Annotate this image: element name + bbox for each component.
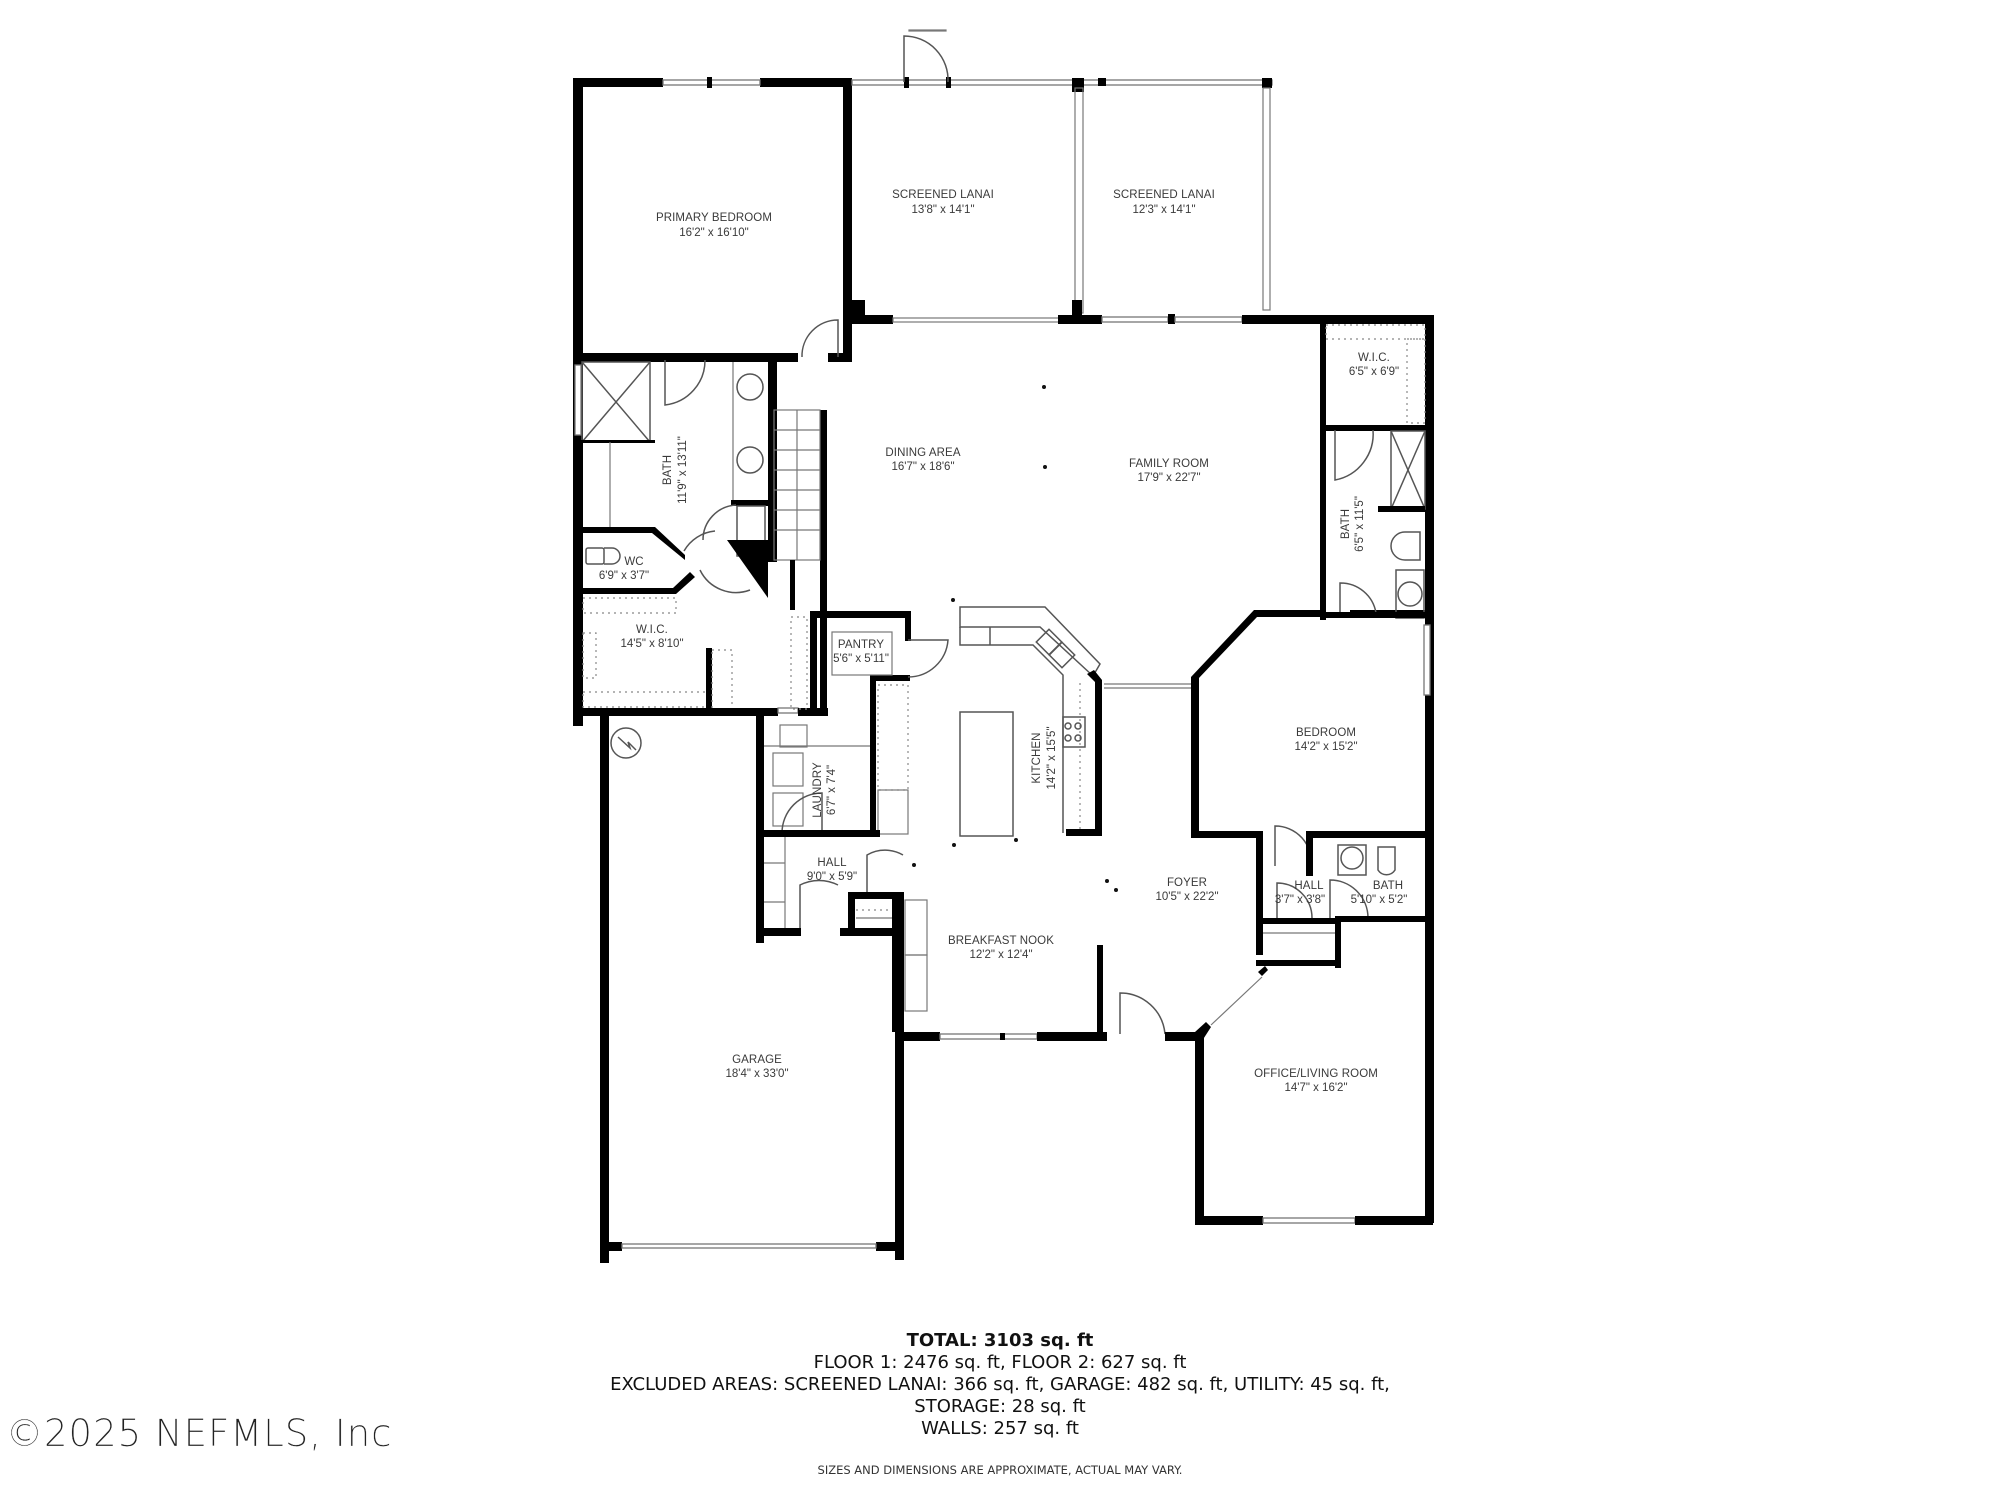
dims-primary-bath: 11'9" x 13'11"	[677, 436, 689, 504]
label-bedroom: BEDROOM	[1296, 727, 1356, 739]
wic-bath-2	[1320, 324, 1426, 619]
dims-wc: 6'9" x 3'7"	[599, 570, 649, 582]
garage	[600, 713, 904, 1263]
dims-hall-1: 9'0" x 5'9"	[807, 871, 857, 883]
wc	[580, 527, 751, 594]
label-pantry: PANTRY	[838, 639, 884, 651]
dims-bath-3: 5'10" x 5'2"	[1351, 894, 1408, 906]
total-area: TOTAL: 3103 sq. ft	[906, 1330, 1094, 1351]
label-hall-2: HALL	[1294, 880, 1324, 892]
label-family-room: FAMILY ROOM	[1129, 458, 1209, 470]
dims-screened-lanai-1: 13'8" x 14'1"	[911, 204, 974, 216]
label-bath-2: BATH	[1340, 509, 1352, 539]
dims-pantry: 5'6" x 5'11"	[833, 653, 889, 665]
label-screened-lanai-1: SCREENED LANAI	[892, 189, 994, 201]
kitchen	[959, 606, 1192, 837]
label-office-living: OFFICE/LIVING ROOM	[1254, 1068, 1378, 1080]
dims-laundry: 6'7" x 7'4"	[826, 765, 838, 815]
copyright-watermark: ©2025 NEFMLS, Inc	[6, 1412, 393, 1455]
dims-bedroom: 14'2" x 15'2"	[1294, 741, 1357, 753]
label-primary-wic: W.I.C.	[636, 624, 668, 636]
foyer-nook-office	[898, 945, 1433, 1225]
storage-area: STORAGE: 28 sq. ft	[914, 1396, 1086, 1417]
dims-family-room: 17'9" x 22'7"	[1137, 472, 1200, 484]
main-walls	[820, 314, 1434, 1223]
dims-wic-2: 6'5" x 6'9"	[1349, 366, 1399, 378]
label-wic-2: W.I.C.	[1358, 352, 1390, 364]
dims-dining-area: 16'7" x 18'6"	[891, 461, 954, 473]
label-breakfast-nook: BREAKFAST NOOK	[948, 935, 1054, 947]
dims-primary-wic: 14'5" x 8'10"	[620, 638, 683, 650]
pantry	[810, 611, 949, 835]
dims-office-living: 14'7" x 16'2"	[1284, 1082, 1347, 1094]
primary-bath	[574, 359, 827, 598]
label-foyer: FOYER	[1167, 877, 1207, 889]
dims-breakfast-nook: 12'2" x 12'4"	[969, 949, 1032, 961]
dims-garage: 18'4" x 33'0"	[725, 1068, 788, 1080]
label-dining-area: DINING AREA	[885, 447, 960, 459]
fixture-dots	[912, 385, 1118, 892]
laundry-hall	[756, 713, 928, 1032]
walls-area: WALLS: 257 sq. ft	[921, 1418, 1079, 1439]
dims-bath-2: 6'5" x 11'5"	[1354, 496, 1366, 552]
label-bath-3: BATH	[1373, 880, 1403, 892]
label-hall-1: HALL	[817, 857, 847, 869]
disclaimer: SIZES AND DIMENSIONS ARE APPROXIMATE, AC…	[817, 1463, 1183, 1477]
excluded-areas: EXCLUDED AREAS: SCREENED LANAI: 366 sq. …	[610, 1374, 1390, 1395]
label-screened-lanai-2: SCREENED LANAI	[1113, 189, 1215, 201]
dims-kitchen: 14'2" x 15'5"	[1046, 726, 1058, 789]
dims-foyer: 10'5" x 22'2"	[1155, 891, 1218, 903]
label-laundry: LAUNDRY	[812, 762, 824, 818]
primary-wic	[573, 560, 828, 716]
floor-areas: FLOOR 1: 2476 sq. ft, FLOOR 2: 627 sq. f…	[813, 1352, 1187, 1373]
room-labels: PRIMARY BEDROOM 16'2" x 16'10" SCREENED …	[599, 189, 1407, 1094]
label-primary-bath: BATH	[662, 455, 674, 485]
dims-primary-bedroom: 16'2" x 16'10"	[679, 227, 748, 239]
lanai-walls	[851, 29, 1273, 322]
label-kitchen: KITCHEN	[1031, 732, 1043, 783]
hall-bath-3	[1256, 844, 1428, 968]
dims-screened-lanai-2: 12'3" x 14'1"	[1132, 204, 1195, 216]
label-wc: WC	[624, 556, 643, 568]
label-primary-bedroom: PRIMARY BEDROOM	[656, 212, 772, 224]
label-garage: GARAGE	[732, 1054, 782, 1066]
dims-hall-2: 3'7" x 3'8"	[1275, 894, 1325, 906]
